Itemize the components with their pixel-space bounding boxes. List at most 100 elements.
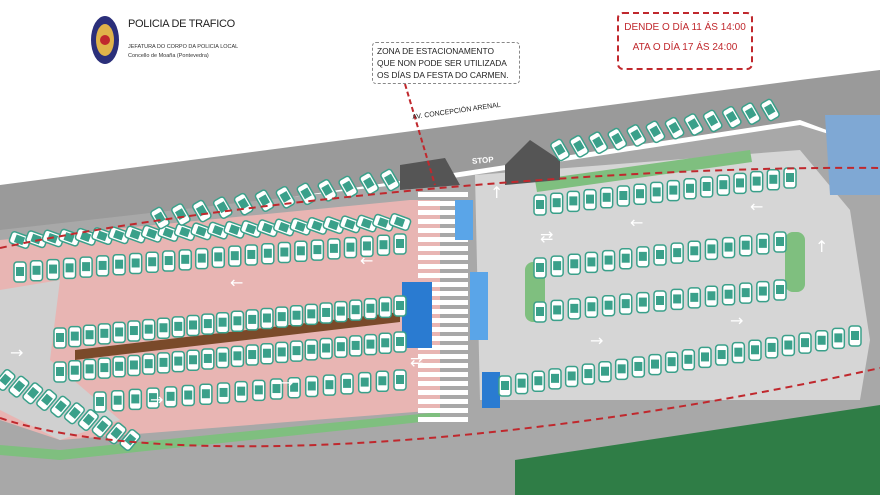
parked-cars [0,98,862,452]
car [393,295,407,317]
crosswalk [418,192,468,422]
crosswalk-stripe [418,219,468,224]
car [244,244,259,266]
car [567,253,582,276]
note-line: ZONA DE ESTACIONAMENTO [377,46,494,56]
car [645,120,666,144]
note-pointer [404,83,436,186]
car [178,249,192,271]
car [648,353,662,376]
car [363,333,378,356]
car [156,352,171,374]
car [601,249,616,272]
crosswalk-stripe [418,255,468,260]
car [194,247,209,270]
car [567,298,582,320]
car [245,344,259,366]
car [714,344,729,366]
car [664,116,685,140]
car [378,296,392,319]
car [733,172,747,195]
car [46,258,60,281]
car [348,335,363,357]
crosswalk-stripe [418,408,468,413]
arrow-icon: ← [360,251,373,270]
car [127,354,141,377]
crosswalk-stripe [418,363,468,368]
car [201,313,215,335]
car [254,189,275,213]
green-strip [0,412,440,460]
car [53,361,67,383]
car [317,179,338,202]
crosswalk-stripe [418,345,468,350]
car [274,341,289,364]
car [607,127,628,151]
car [614,358,629,381]
car [670,288,684,311]
car [375,370,390,393]
crosswalk-stripe [418,372,468,377]
car [583,188,597,211]
car [581,363,596,385]
crosswalk-stripe [418,237,468,242]
disabled-parking [470,272,488,340]
car [228,245,242,267]
car [618,247,633,270]
car [260,342,274,365]
car [378,332,392,355]
car [766,169,781,191]
car [95,255,110,277]
restriction-note: ZONA DE ESTACIONAMENTO QUE NON PODE SER … [372,42,520,84]
car [748,339,762,362]
green-strip [535,150,752,192]
car [666,179,681,202]
car [199,383,213,405]
car [569,135,589,158]
car [161,250,176,272]
crosswalk-stripe [418,381,468,386]
car [588,131,609,155]
crosswalk-stripe [418,327,468,332]
car [215,346,230,369]
car [498,375,512,397]
crosswalk-stripe [418,210,468,215]
arrow-icon: ← [630,213,643,232]
car [230,345,245,368]
car [68,359,82,382]
crosswalk-stripe [418,201,468,206]
logo-subtitle: Concello de Moaña (Pontevedra) [128,53,209,59]
car [721,283,736,306]
car [186,314,200,337]
car [91,227,114,246]
crosswalk-stripe [418,336,468,341]
lane-arrows: ←←→→←←→→⇄→⇄↑↑ [10,183,828,409]
car [79,256,93,278]
car [305,375,319,398]
car [633,183,647,205]
car [334,300,348,323]
car [145,251,159,274]
car [393,369,407,391]
car [831,327,846,350]
building [825,115,880,195]
car [112,356,126,378]
car [53,327,67,349]
car [215,311,230,334]
car [234,380,248,403]
car [599,187,614,209]
car [245,309,259,331]
car [548,368,562,390]
crosswalk-stripe [418,300,468,305]
car [272,218,296,237]
car [773,279,787,301]
car [289,340,304,362]
car [716,174,731,196]
car [112,253,126,276]
car [626,124,647,147]
car [29,260,44,282]
disabled-parking [482,372,500,408]
car [681,349,696,371]
